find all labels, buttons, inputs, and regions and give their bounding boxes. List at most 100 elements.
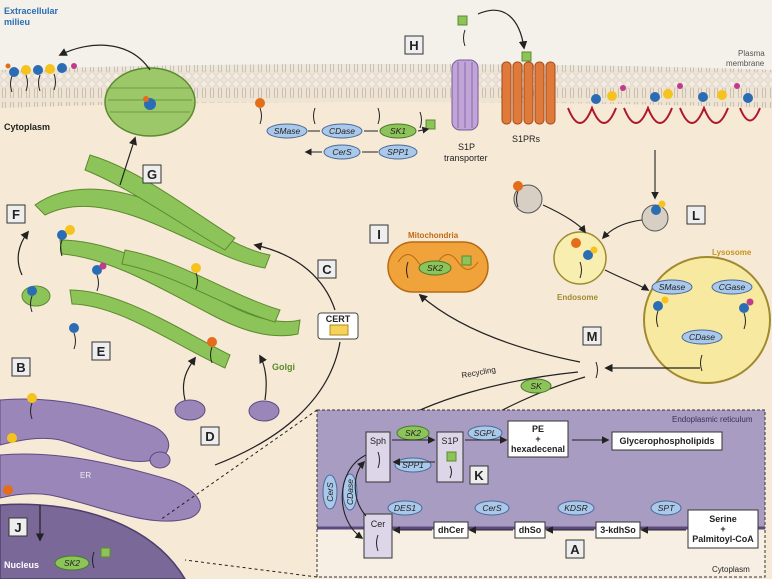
enzyme-spp1-er: SPP1	[394, 457, 432, 473]
arrow-f-up	[17, 230, 30, 276]
arrow-er-to-golgi-d	[182, 356, 196, 401]
golgi-label: Golgi	[272, 362, 295, 372]
svg-text:K: K	[474, 468, 484, 483]
enzyme-spp1-top: SPP1	[378, 144, 418, 160]
enzyme-kdsr: KDSR	[557, 500, 595, 516]
svg-text:G: G	[147, 167, 157, 182]
enzyme-cers-er: CerS	[322, 474, 338, 510]
svg-text:SMase: SMase	[659, 282, 686, 292]
nucleus-label: Nucleus	[4, 560, 39, 570]
s1p-head-mito	[461, 255, 472, 266]
endoplasmic-reticulum-label: Endoplasmic reticulum	[672, 415, 753, 424]
svg-text:CDase: CDase	[689, 332, 715, 342]
enzyme-smase-top: SMase	[266, 123, 308, 139]
svg-text:dhCer: dhCer	[438, 525, 465, 535]
svg-text:Cer: Cer	[371, 519, 386, 529]
dashed-connector-1	[159, 409, 318, 521]
svg-text:SGPL: SGPL	[474, 428, 497, 438]
panel-letters: A B C D E F G H I J K L M	[6, 35, 706, 559]
arrow-golgi-to-vesicle	[119, 136, 137, 186]
enzyme-sk2-nucleus: SK2	[54, 555, 90, 571]
extracellular-space	[0, 0, 772, 70]
enzyme-cers-er-2: CerS	[474, 500, 510, 516]
svg-text:CDase: CDase	[329, 126, 355, 136]
svg-text:A: A	[570, 542, 580, 557]
box-glycerophospholipids: Glycerophospholipids	[611, 431, 723, 451]
plasma-membrane-label-1: Plasma	[738, 49, 765, 58]
svg-text:E: E	[97, 344, 106, 359]
svg-text:J: J	[14, 520, 21, 535]
arrow-er-to-golgi-d2	[259, 354, 267, 401]
svg-text:SPP1: SPP1	[402, 460, 424, 470]
svg-text:SMase: SMase	[274, 126, 301, 136]
arrow-cer-to-sph	[354, 460, 367, 517]
enzyme-cdase-lyso: CDase	[681, 329, 723, 345]
lysosome-label: Lysosome	[712, 248, 752, 257]
svg-text:Palmitoyl-CoA: Palmitoyl-CoA	[692, 534, 754, 544]
dashed-connector-2	[184, 559, 318, 578]
enzyme-cers-top: CerS	[323, 144, 361, 160]
arrow-vesicle-export	[58, 44, 151, 71]
svg-text:hexadecenal: hexadecenal	[511, 444, 565, 454]
endosome	[553, 231, 607, 285]
s1p-head-er	[446, 451, 457, 462]
lipid-molecules	[3, 29, 754, 569]
svg-text:CERT: CERT	[326, 314, 351, 324]
svg-text:3-kdhSo: 3-kdhSo	[600, 525, 636, 535]
s1p-head-nucleus	[100, 547, 111, 558]
s1p-transporter	[451, 59, 479, 131]
arrow-er-to-cert	[214, 341, 341, 466]
svg-text:I: I	[377, 227, 381, 242]
vesicle-right	[641, 204, 669, 232]
box-sph: Sph	[365, 431, 391, 483]
enzyme-sk2-er: SK2	[396, 425, 430, 441]
arrow-m-to-mito	[418, 293, 581, 363]
enzyme-sk: SK	[520, 378, 552, 394]
vesicle-left	[513, 184, 543, 214]
plasma-membrane-label-2: membrane	[726, 59, 765, 68]
s1prs-label: S1PRs	[512, 134, 541, 144]
enzyme-cgase-lyso: CGase	[711, 279, 753, 295]
arrow-l-vesicle-to-endosome	[601, 219, 643, 240]
box-pe-hexadecenal: PE + hexadecenal	[507, 420, 569, 458]
endosome-label: Endosome	[557, 293, 598, 302]
svg-text:SK: SK	[530, 381, 542, 391]
svg-text:H: H	[409, 38, 418, 53]
svg-text:CDase: CDase	[345, 479, 355, 505]
nucleus	[0, 503, 186, 579]
enzyme-spt: SPT	[650, 500, 682, 516]
svg-text:SPT: SPT	[658, 503, 675, 513]
er-label: ER	[80, 471, 91, 480]
svg-text:M: M	[587, 329, 598, 344]
svg-text:SK2: SK2	[427, 263, 443, 273]
svg-text:F: F	[12, 207, 20, 222]
golgi-apparatus	[21, 154, 301, 369]
svg-text:CGase: CGase	[719, 282, 746, 292]
glycosylated-proteins	[567, 105, 761, 124]
svg-text:DES1: DES1	[394, 503, 416, 513]
svg-text:SPP1: SPP1	[387, 147, 409, 157]
svg-text:L: L	[692, 208, 700, 223]
s1p-head-extracellular	[457, 15, 468, 26]
svg-text:KDSR: KDSR	[564, 503, 588, 513]
cert-transfer-protein: CERT	[317, 312, 359, 340]
svg-text:S1P: S1P	[441, 436, 458, 446]
enzyme-smase-lyso: SMase	[651, 279, 693, 295]
svg-text:B: B	[16, 360, 25, 375]
enzyme-cdase-top: CDase	[321, 123, 363, 139]
svg-text:SK2: SK2	[405, 428, 421, 438]
box-3kdhso: 3-kdhSo	[595, 521, 641, 539]
svg-text:SK2: SK2	[64, 558, 80, 568]
box-dhcer: dhCer	[433, 521, 469, 539]
svg-text:SK1: SK1	[390, 126, 406, 136]
lysosome	[643, 256, 771, 384]
membrane-vesicle-g	[104, 67, 196, 137]
svg-text:CerS: CerS	[482, 503, 502, 513]
s1p-head-cytoplasm	[425, 119, 436, 130]
svg-text:Serine: Serine	[709, 514, 737, 524]
enzyme-des1: DES1	[387, 500, 423, 516]
arrow-vesicle-to-endosome	[542, 204, 586, 234]
svg-text:Glycerophospholipids: Glycerophospholipids	[619, 436, 714, 446]
